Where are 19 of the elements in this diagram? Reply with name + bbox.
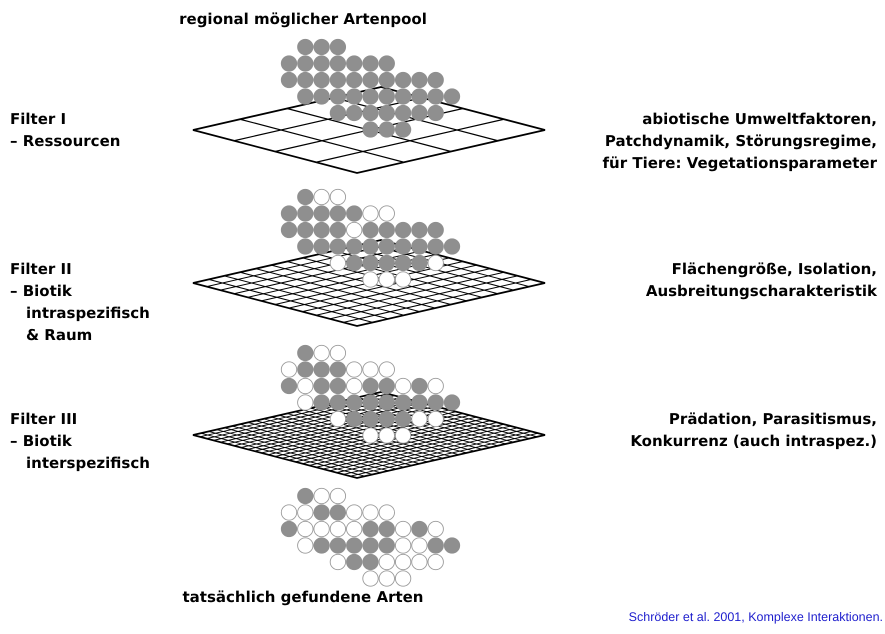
label: intraspezifisch <box>26 303 150 324</box>
label: Patchdynamik, Störungsregime, <box>604 131 877 152</box>
citation: Schröder et al. 2001, Komplexe Interaktionen. <box>628 609 883 626</box>
label: interspezifisch <box>26 453 150 474</box>
title: regional möglicher Artenpool <box>179 9 427 30</box>
label: & Raum <box>26 325 92 346</box>
label: Prädation, Parasitismus, <box>668 409 877 430</box>
label: Filter II <box>10 259 72 280</box>
label: für Tiere: Vegetationsparameter <box>602 153 877 174</box>
label: Ausbreitungscharakteristik <box>646 281 877 302</box>
label: tatsächlich gefundene Arten <box>182 587 424 608</box>
label: Filter III <box>10 409 78 430</box>
label: – Ressourcen <box>10 131 120 152</box>
label: abiotische Umweltfaktoren, <box>642 109 877 130</box>
label: Filter I <box>10 109 66 130</box>
label: Konkurrenz (auch intraspez.) <box>630 431 877 452</box>
label: – Biotik <box>10 431 72 452</box>
label: – Biotik <box>10 281 72 302</box>
label: Flächengröße, Isolation, <box>672 259 877 280</box>
